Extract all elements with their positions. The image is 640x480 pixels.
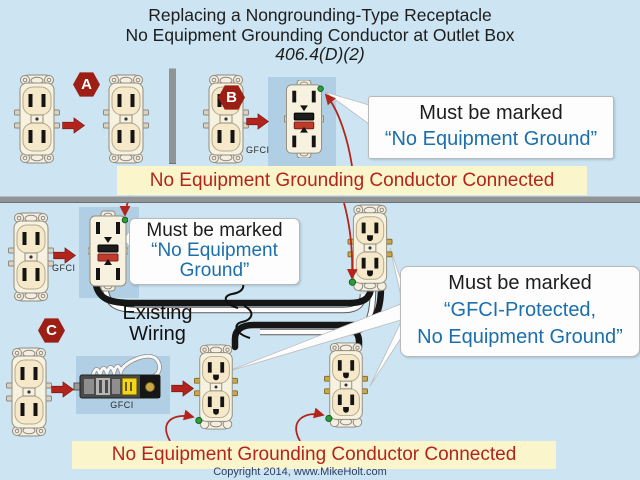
- divider-vertical: [169, 68, 176, 164]
- callout-pointers: [123, 91, 402, 387]
- flow-arrow-b: [246, 113, 269, 130]
- gfci-label-b: GFCI: [246, 145, 270, 155]
- existing-wiring-line2: Wiring: [129, 323, 186, 345]
- grounding-receptacle-downstream-top: [347, 204, 393, 292]
- gfci-label-middle: GFCI: [52, 263, 76, 273]
- callout-middle-line1: Must be marked: [146, 220, 283, 241]
- title-line-2: No Equipment Grounding Conductor at Outl…: [125, 24, 515, 45]
- nongrounding-receptacle-a-before: [14, 74, 60, 164]
- callout-middle-line2: “No Equipment: [151, 240, 278, 261]
- gfci-label-breaker: GFCI: [110, 400, 134, 410]
- nongrounding-receptacle-middle: [8, 212, 54, 302]
- grounding-receptacle-downstream-2: [324, 342, 368, 428]
- warning-banner-bottom: No Equipment Grounding Conductor Connect…: [72, 441, 556, 469]
- callout-must-be-marked-b: Must be marked “No Equipment Ground”: [368, 96, 614, 159]
- callout-downstream-line2: “GFCI-Protected,: [443, 299, 597, 321]
- grounding-receptacle-downstream-1: [194, 344, 238, 430]
- warning-banner-top: No Equipment Grounding Conductor Connect…: [117, 166, 587, 195]
- flow-arrow-a: [62, 117, 85, 134]
- flow-arrow-c2: [171, 380, 194, 397]
- existing-wiring-line1: Existing: [122, 302, 193, 324]
- callout-b-line2: “No Equipment Ground”: [384, 128, 598, 150]
- red-leader-arrows: [119, 93, 358, 442]
- callout-middle-line3: Ground”: [179, 260, 250, 281]
- callout-b-line1: Must be marked: [419, 102, 563, 124]
- section-badge-b: B: [218, 85, 245, 110]
- nongrounding-receptacle-c: [6, 347, 52, 437]
- title-line-1: Replacing a Nongrounding-Type Receptacle: [148, 5, 492, 25]
- flow-arrow-middle: [53, 247, 76, 264]
- callout-downstream-line3: No Equipment Ground”: [417, 326, 623, 348]
- nongrounding-receptacle-a-after: [103, 74, 149, 164]
- divider-horizontal: [0, 196, 640, 203]
- gfci-breaker: [73, 353, 162, 399]
- copyright-notice: Copyright 2014, www.MikeHolt.com: [213, 466, 387, 478]
- callout-must-be-marked-downstream: Must be marked “GFCI-Protected, No Equip…: [400, 266, 640, 357]
- callout-must-be-marked-middle: Must be marked “No Equipment Ground”: [129, 218, 300, 285]
- section-badge-a: A: [73, 72, 100, 97]
- gfci-receptacle-b: [284, 80, 324, 158]
- existing-wiring-label: Existing Wiring: [95, 303, 220, 345]
- callout-downstream-line1: Must be marked: [448, 272, 592, 294]
- title-code-reference: 406.4(D)(2): [275, 44, 365, 64]
- flow-arrow-c1: [51, 381, 74, 398]
- gfci-receptacle-middle: [88, 210, 128, 292]
- page-title: Replacing a Nongrounding-Type Receptacle…: [0, 5, 640, 65]
